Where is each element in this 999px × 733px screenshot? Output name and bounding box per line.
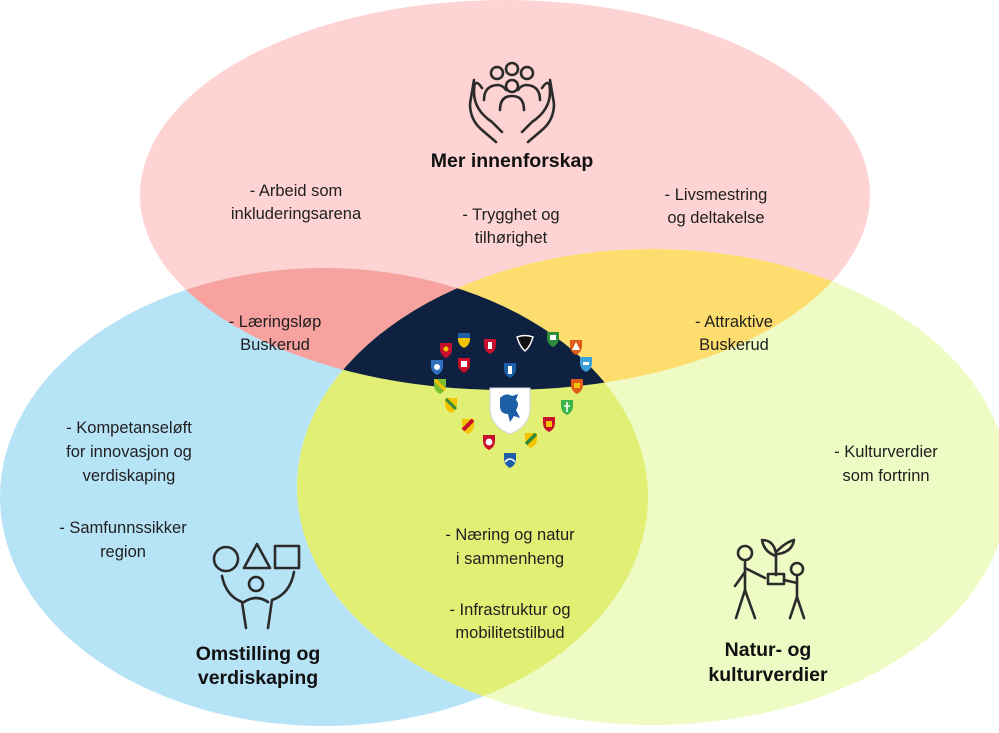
item-samfunn-line2: region — [100, 543, 146, 561]
title-natur-line2: kulturverdier — [708, 664, 828, 686]
buskerud-shield — [489, 387, 531, 435]
title-omstilling-line2: verdiskaping — [197, 667, 319, 689]
heart-of-municipal-shields-icon — [431, 332, 592, 468]
item-naering-line1: - Næring og natur — [445, 526, 575, 544]
item-livsmestring-line1: - Livsmestring — [664, 186, 768, 204]
municipal-shield — [444, 397, 458, 413]
municipal-shield — [543, 417, 555, 432]
item-attraktive-line2: Buskerud — [699, 336, 769, 354]
item-naering-line2: i sammenheng — [455, 550, 565, 568]
item-laeringslop-line2: Buskerud — [240, 336, 310, 354]
item-kulturverdier-line2: som fortrinn — [842, 467, 930, 485]
people-in-hands-icon — [468, 61, 556, 144]
municipal-shield — [504, 453, 516, 468]
item-kompetanse-line2: for innovasjon og — [66, 443, 192, 461]
municipal-shield — [484, 339, 496, 354]
municipal-shield — [547, 332, 559, 347]
item-attraktive-line1: - Attraktive — [695, 313, 773, 331]
item-infrastruktur-line1: - Infrastruktur og — [449, 601, 571, 619]
item-trygghet-line2: tilhørighet — [474, 229, 548, 247]
item-kulturverdier-line1: - Kulturverdier — [834, 443, 938, 461]
item-kompetanse-line3: verdiskaping — [82, 467, 176, 485]
title-natur-line1: Natur- og — [724, 639, 812, 661]
municipal-shield — [440, 343, 452, 358]
person-holding-shapes-icon — [212, 542, 301, 630]
item-kompetanse-line1: - Kompetanseløft — [66, 419, 192, 437]
municipal-shield — [524, 432, 538, 448]
municipal-shield — [571, 379, 583, 394]
item-arbeid-line1: - Arbeid som — [249, 182, 343, 200]
item-laeringslop-line1: - Læringsløp — [228, 313, 322, 331]
item-samfunn-line1: - Samfunnssikker — [59, 519, 187, 537]
municipal-shield — [458, 333, 470, 348]
municipal-shield — [461, 418, 475, 434]
item-arbeid-line2: inkluderingsarena — [230, 205, 362, 223]
item-livsmestring-line2: og deltakelse — [667, 209, 765, 227]
item-trygghet-line1: - Trygghet og — [462, 206, 560, 224]
municipal-shield — [483, 435, 495, 450]
municipal-shield — [431, 360, 443, 375]
municipal-shield — [504, 363, 516, 378]
people-planting-icon — [733, 538, 806, 620]
municipal-shield — [570, 340, 582, 355]
title-omstilling-line1: Omstilling og — [195, 643, 321, 665]
title-innenforskap: Mer innenforskap — [430, 150, 594, 172]
item-infrastruktur-line2: mobilitetstilbud — [455, 624, 565, 642]
municipal-shield — [561, 400, 573, 415]
municipal-shield — [580, 357, 592, 372]
municipal-shield — [458, 358, 470, 373]
municipal-shield — [433, 378, 447, 394]
municipal-shield — [516, 334, 534, 352]
